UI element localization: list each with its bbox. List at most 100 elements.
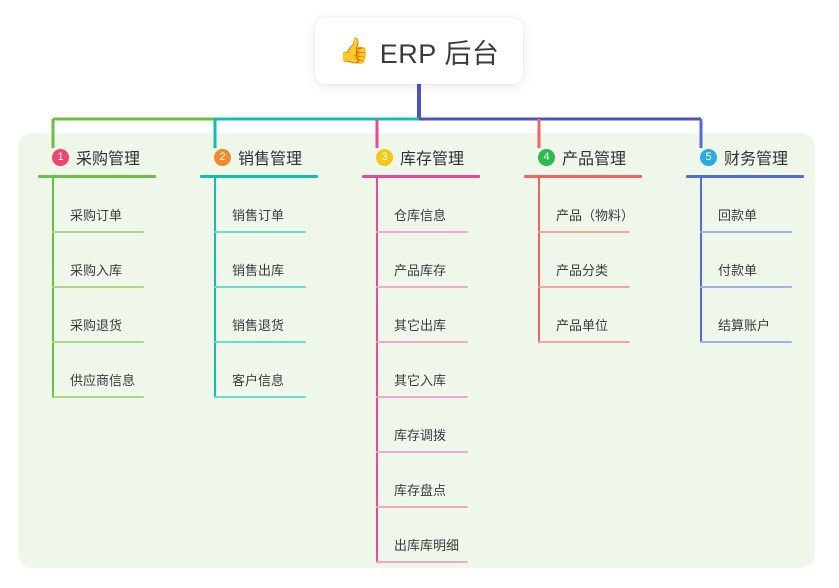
branch-underline [38,175,156,178]
leaf-label: 客户信息 [232,373,285,388]
branch-leaf-list: 回款单付款单结算账户 [686,178,804,343]
leaf-label: 采购退货 [70,318,123,333]
leaf-underline [214,341,306,343]
leaf-underline [52,396,144,398]
branch-column-5: 5 财务管理回款单付款单结算账户 [686,146,804,343]
branch-spine [376,178,378,563]
branch-header-4[interactable]: 4 产品管理 [524,146,642,168]
branch-title: 财务管理 [724,151,789,168]
branch-column-2: 2 销售管理销售订单销售出库销售退货客户信息 [200,146,318,398]
leaf-label: 回款单 [718,208,758,223]
branch-leaf-list: 销售订单销售出库销售退货客户信息 [200,178,318,398]
leaf-label: 仓库信息 [394,208,447,223]
leaf-node[interactable]: 回款单 [686,178,804,233]
leaf-node[interactable]: 产品库存 [362,233,480,288]
branch-leaf-list: 产品（物料） 产品分类产品单位 [524,178,642,343]
leaf-underline [214,286,306,288]
leaf-node[interactable]: 采购退货 [38,288,156,343]
branch-leaf-list: 采购订单采购入库采购退货供应商信息 [38,178,156,398]
leaf-label: 采购入库 [70,263,123,278]
leaf-label: 采购订单 [70,208,123,223]
leaf-underline [376,231,468,233]
leaf-underline [538,231,630,233]
branch-spine [700,178,702,343]
leaf-node[interactable]: 付款单 [686,233,804,288]
leaf-node[interactable]: 其它出库 [362,288,480,343]
branch-header-3[interactable]: 3 库存管理 [362,146,480,168]
leaf-label: 销售出库 [232,263,285,278]
branch-underline [362,175,480,178]
leaf-label: 其它出库 [394,318,447,333]
leaf-label: 产品分类 [556,263,609,278]
leaf-underline [52,231,144,233]
branch-number-badge: 2 [214,148,231,166]
leaf-node[interactable]: 仓库信息 [362,178,480,233]
leaf-underline [538,286,630,288]
branch-underline [524,175,642,178]
leaf-underline [538,341,630,343]
leaf-node[interactable]: 产品（物料） [524,178,642,233]
leaf-node[interactable]: 出库库明细 [362,508,480,563]
branch-column-1: 1 采购管理采购订单采购入库采购退货供应商信息 [38,146,156,398]
leaf-label: 产品（物料） [556,208,635,223]
leaf-node[interactable]: 供应商信息 [38,343,156,398]
leaf-underline [700,286,792,288]
branch-spine [538,178,540,343]
leaf-underline [52,286,144,288]
leaf-label: 产品库存 [394,263,447,278]
branch-column-3: 3 库存管理仓库信息产品库存其它出库其它入库库存调拨库存盘点出库库明细 [362,146,480,563]
branch-number-badge: 4 [538,148,555,166]
leaf-node[interactable]: 结算账户 [686,288,804,343]
leaf-underline [700,231,792,233]
branch-header-2[interactable]: 2 销售管理 [200,146,318,168]
leaf-node[interactable]: 产品分类 [524,233,642,288]
branch-header-1[interactable]: 1 采购管理 [38,146,156,168]
branch-title: 销售管理 [238,151,303,168]
leaf-underline [52,341,144,343]
leaf-underline [376,561,468,563]
leaf-node[interactable]: 采购订单 [38,178,156,233]
leaf-underline [214,231,306,233]
leaf-node[interactable]: 销售订单 [200,178,318,233]
leaf-label: 供应商信息 [70,373,136,388]
root-title: ERP 后台 [379,38,500,69]
leaf-underline [700,341,792,343]
leaf-underline [376,396,468,398]
leaf-underline [376,286,468,288]
branch-spine [214,178,216,398]
branch-number-badge: 5 [700,148,717,166]
leaf-label: 出库库明细 [394,538,460,553]
leaf-label: 库存调拨 [394,428,447,443]
branch-leaf-list: 仓库信息产品库存其它出库其它入库库存调拨库存盘点出库库明细 [362,178,480,563]
branch-number-badge: 1 [52,148,69,166]
root-node[interactable]: 👍 ERP 后台 [315,18,523,84]
leaf-underline [214,396,306,398]
leaf-node[interactable]: 产品单位 [524,288,642,343]
branch-spine [52,178,54,398]
leaf-label: 库存盘点 [394,483,447,498]
branch-title: 产品管理 [562,151,627,168]
branch-number-badge: 3 [376,148,393,166]
leaf-node[interactable]: 其它入库 [362,343,480,398]
branch-header-5[interactable]: 5 财务管理 [686,146,804,168]
branch-underline [200,175,318,178]
leaf-node[interactable]: 库存盘点 [362,453,480,508]
leaf-label: 付款单 [718,263,758,278]
branch-title: 采购管理 [76,151,141,168]
leaf-node[interactable]: 采购入库 [38,233,156,288]
leaf-label: 销售退货 [232,318,285,333]
thumbs-up-icon: 👍 [338,36,370,65]
leaf-underline [376,341,468,343]
leaf-label: 结算账户 [718,318,771,333]
leaf-node[interactable]: 销售出库 [200,233,318,288]
branch-title: 库存管理 [400,151,465,168]
leaf-label: 其它入库 [394,373,447,388]
leaf-label: 产品单位 [556,318,609,333]
leaf-node[interactable]: 销售退货 [200,288,318,343]
branch-underline [686,175,804,178]
leaf-node[interactable]: 客户信息 [200,343,318,398]
leaf-node[interactable]: 库存调拨 [362,398,480,453]
branch-column-4: 4 产品管理产品（物料） 产品分类产品单位 [524,146,642,343]
leaf-underline [376,506,468,508]
